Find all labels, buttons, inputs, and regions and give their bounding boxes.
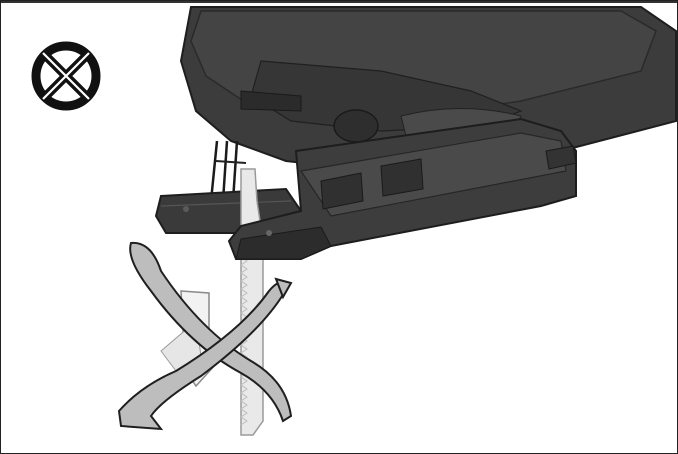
cross-out-mark [117,241,293,431]
header-rule [1,1,677,3]
base-plate [227,117,577,260]
jigsaw-body [179,6,677,168]
prohibited-icon [31,41,101,111]
